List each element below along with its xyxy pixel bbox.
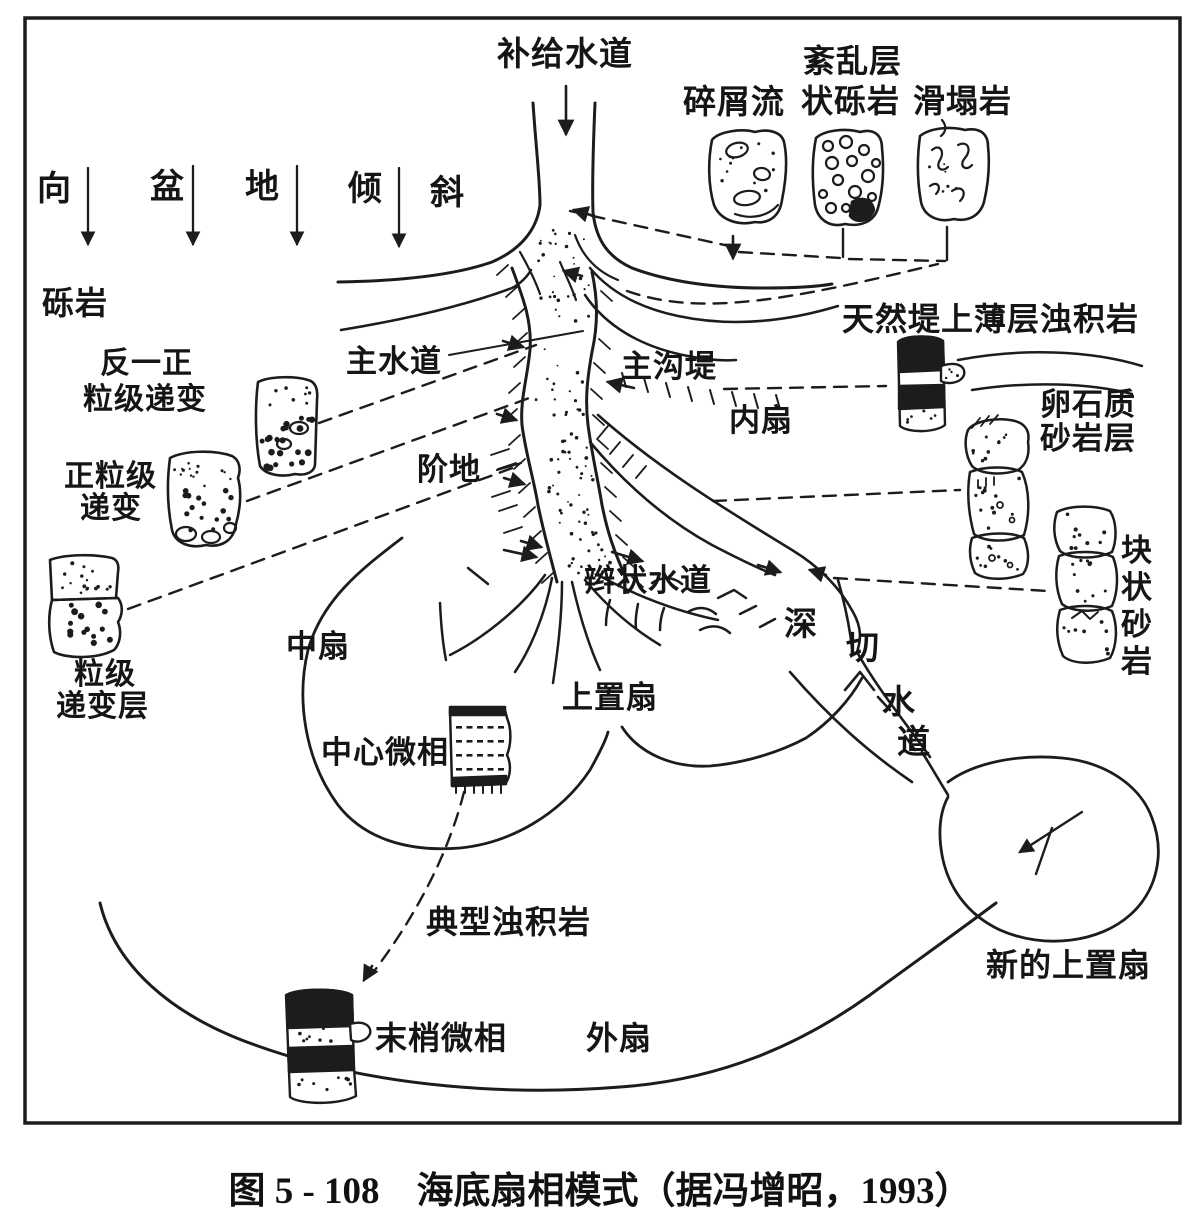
label-incised-char-2: 切 [846, 629, 880, 666]
label-distal-microfacies: 末梢微相 [375, 1020, 508, 1056]
graded-layer-sample [47, 553, 124, 659]
outer-fan-arc [98, 901, 998, 1092]
incised-channel [836, 578, 950, 797]
new-suprafan-lobe [938, 755, 1160, 943]
label-reverse-normal-1: 反一正 [100, 347, 193, 380]
levee-turbidite-sample [896, 335, 966, 433]
label-massive-ss-char-1: 块 [1121, 533, 1153, 568]
label-incised-char-1: 深 [784, 605, 818, 642]
label-reverse-normal-2: 粒级递变 [83, 383, 207, 416]
label-levee-turbidite: 天然堤上薄层浊积岩 [842, 301, 1140, 337]
label-chaotic-layer-1: 紊乱层 [803, 43, 903, 79]
slump-rock-sample [916, 118, 991, 222]
main-channel [510, 266, 630, 584]
pebbly-sandstone-sample [964, 414, 1030, 580]
inner-fan-boundary [588, 413, 932, 784]
label-terrace: 阶地 [417, 452, 481, 487]
label-main-channel: 主水道 [346, 344, 442, 379]
label-dip-char-4: 倾 [348, 170, 383, 208]
label-massive-ss-char-2: 状 [1121, 570, 1153, 605]
massive-sandstone-sample [1053, 505, 1119, 664]
label-pebbly-sandstone-1: 卵石质 [1040, 387, 1136, 422]
label-normal-graded-2: 递变 [80, 492, 142, 525]
dashed-connectors [126, 209, 1050, 972]
label-debris-flow: 碎屑流 [683, 83, 785, 120]
debris-flow-sample [707, 129, 788, 225]
supply-channel [336, 101, 834, 332]
label-dip-char-2: 盆 [150, 168, 185, 206]
label-supply-channel: 补给水道 [497, 35, 633, 72]
label-outer-fan: 外扇 [586, 1020, 653, 1056]
label-massive-ss-char-4: 岩 [1121, 644, 1153, 679]
label-central-microfacies: 中心微相 [321, 735, 449, 770]
label-chaotic-layer-2: 状砾岩 [801, 83, 901, 119]
label-inner-fan: 内扇 [729, 403, 793, 438]
fan-lobes [301, 536, 864, 851]
label-conglomerate: 砾岩 [42, 285, 109, 321]
label-dip-char-5: 斜 [430, 174, 465, 212]
label-dip-char-1: 向 [37, 170, 72, 208]
label-typical-turbidite: 典型浊积岩 [426, 904, 592, 940]
label-incised-char-4: 道 [897, 723, 931, 760]
label-graded-layer-1: 粒级 [74, 658, 136, 691]
figure-caption: 图 5 - 108 海底扇相模式（据冯增昭，1993） [228, 1171, 972, 1212]
central-microfacies-sample [448, 705, 512, 788]
braided-distributaries [438, 566, 777, 685]
chaotic-conglomerate-sample [811, 128, 885, 227]
label-mid-fan: 中扇 [286, 629, 350, 664]
label-suprafan: 上置扇 [562, 680, 658, 715]
label-slump-rock: 滑塌岩 [913, 83, 1013, 119]
label-pebbly-sandstone-2: 砂岩层 [1040, 421, 1136, 456]
normal-graded-sample [166, 450, 242, 548]
arrows [80, 84, 828, 983]
label-incised-char-3: 水 [882, 683, 916, 720]
label-braided-channel: 辫状水道 [584, 563, 712, 598]
distal-microfacies-sample [284, 988, 372, 1105]
label-new-suprafan: 新的上置扇 [986, 947, 1152, 983]
label-massive-ss-char-3: 砂 [1121, 607, 1153, 642]
figure-border [23, 16, 1182, 1125]
label-main-levee: 主沟堤 [621, 349, 717, 384]
reverse-normal-graded-sample [254, 375, 319, 477]
label-dip-char-3: 地 [245, 168, 280, 206]
label-graded-layer-2: 递变层 [56, 690, 149, 723]
label-normal-graded-1: 正粒级 [64, 460, 157, 493]
stipple-and-hatching [61, 142, 1110, 1092]
